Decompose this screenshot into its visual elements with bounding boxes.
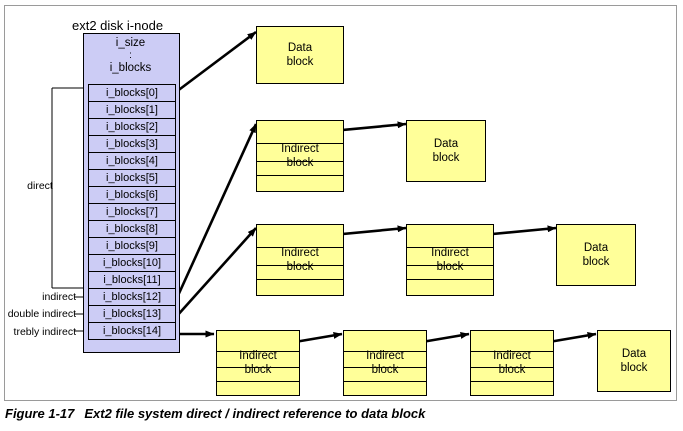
indirect-block-text-line1: Indirect xyxy=(281,247,319,259)
data-block-indirect[interactable]: Data block xyxy=(406,120,486,182)
slot-rule xyxy=(257,247,343,248)
indirect-block-l1-row3[interactable]: Indirect block xyxy=(256,224,344,296)
indirect-block-l2-row3[interactable]: Indirect block xyxy=(406,224,494,296)
iblock-row-1[interactable]: i_blocks[1] xyxy=(89,102,175,119)
inode-field-ellipsis: : xyxy=(129,50,132,61)
iblock-row-9[interactable]: i_blocks[9] xyxy=(89,238,175,255)
indirect-block-l2-row4[interactable]: Indirect block xyxy=(343,330,427,396)
indirect-block-label: Indirect block xyxy=(471,349,553,377)
data-block-direct[interactable]: Data block xyxy=(256,26,344,84)
figure-caption: Figure 1-17 Ext2 file system direct / ind… xyxy=(5,406,675,421)
slot-rule xyxy=(407,265,493,266)
indirect-block-text-line2: block xyxy=(371,364,399,376)
indirect-block-label: Indirect block xyxy=(217,349,299,377)
data-block-text-line1: Data xyxy=(583,242,609,254)
iblock-row-5[interactable]: i_blocks[5] xyxy=(89,170,175,187)
figure-caption-number: Figure 1-17 xyxy=(5,406,75,421)
indirect-block-l1-row4[interactable]: Indirect block xyxy=(216,330,300,396)
data-block-trebly-indirect[interactable]: Data block xyxy=(597,330,671,392)
data-block-double-indirect[interactable]: Data block xyxy=(556,224,636,286)
inode-header-fields: i_size : i_blocks xyxy=(83,34,178,82)
indirect-block-text-line1: Indirect xyxy=(431,247,469,259)
figure-caption-text: Ext2 file system direct / indirect refer… xyxy=(84,406,426,421)
label-indirect: indirect xyxy=(42,291,76,303)
slot-rule xyxy=(471,381,553,382)
iblock-row-2[interactable]: i_blocks[2] xyxy=(89,119,175,136)
slot-rule xyxy=(471,351,553,352)
slot-rule xyxy=(407,279,493,280)
iblock-row-14[interactable]: i_blocks[14] xyxy=(89,323,175,340)
slot-rule xyxy=(217,381,299,382)
indirect-block-text-line1: Indirect xyxy=(493,350,531,362)
iblock-row-13[interactable]: i_blocks[13] xyxy=(89,306,175,323)
slot-rule xyxy=(257,265,343,266)
slot-rule xyxy=(257,279,343,280)
iblock-row-8[interactable]: i_blocks[8] xyxy=(89,221,175,238)
data-block-label: Data block xyxy=(557,241,635,269)
iblock-row-6[interactable]: i_blocks[6] xyxy=(89,187,175,204)
indirect-block-l1-row2[interactable]: Indirect block xyxy=(256,120,344,192)
slot-rule xyxy=(407,247,493,248)
indirect-block-label: Indirect block xyxy=(257,142,343,170)
indirect-block-text-line1: Indirect xyxy=(281,143,319,155)
indirect-block-text-line2: block xyxy=(286,157,314,169)
data-block-text-line2: block xyxy=(582,256,610,268)
indirect-block-text-line2: block xyxy=(498,364,526,376)
indirect-block-text-line2: block xyxy=(436,261,464,273)
iblock-row-3[interactable]: i_blocks[3] xyxy=(89,136,175,153)
inode-field-i-blocks: i_blocks xyxy=(109,62,152,74)
iblocks-array: i_blocks[0] i_blocks[1] i_blocks[2] i_bl… xyxy=(88,84,176,340)
iblock-row-10[interactable]: i_blocks[10] xyxy=(89,255,175,272)
slot-rule xyxy=(217,351,299,352)
slot-rule xyxy=(344,367,426,368)
indirect-block-text-line2: block xyxy=(244,364,272,376)
data-block-label: Data block xyxy=(598,347,670,375)
iblock-row-4[interactable]: i_blocks[4] xyxy=(89,153,175,170)
data-block-text-line1: Data xyxy=(287,42,313,54)
data-block-text-line2: block xyxy=(286,56,314,68)
inode-field-i-size: i_size xyxy=(115,37,146,49)
iblock-row-0[interactable]: i_blocks[0] xyxy=(89,85,175,102)
indirect-block-text-line1: Indirect xyxy=(366,350,404,362)
data-block-text-line1: Data xyxy=(621,348,647,360)
slot-rule xyxy=(257,161,343,162)
label-direct: direct xyxy=(27,180,53,192)
label-double-indirect: double indirect xyxy=(7,308,76,320)
iblock-row-12[interactable]: i_blocks[12] xyxy=(89,289,175,306)
label-trebly-indirect: trebly indirect xyxy=(13,326,76,338)
indirect-block-label: Indirect block xyxy=(257,246,343,274)
data-block-text-line2: block xyxy=(432,152,460,164)
inode-title: ext2 disk i-node xyxy=(72,18,164,33)
iblock-row-11[interactable]: i_blocks[11] xyxy=(89,272,175,289)
slot-rule xyxy=(257,143,343,144)
indirect-block-text-line2: block xyxy=(286,261,314,273)
data-block-text-line2: block xyxy=(620,362,648,374)
slot-rule xyxy=(257,175,343,176)
indirect-block-label: Indirect block xyxy=(344,349,426,377)
slot-rule xyxy=(471,367,553,368)
data-block-label: Data block xyxy=(257,41,343,69)
indirect-block-l3-row4[interactable]: Indirect block xyxy=(470,330,554,396)
slot-rule xyxy=(344,381,426,382)
indirect-block-text-line1: Indirect xyxy=(239,350,277,362)
iblock-row-7[interactable]: i_blocks[7] xyxy=(89,204,175,221)
data-block-label: Data block xyxy=(407,137,485,165)
slot-rule xyxy=(344,351,426,352)
data-block-text-line1: Data xyxy=(433,138,459,150)
slot-rule xyxy=(217,367,299,368)
indirect-block-label: Indirect block xyxy=(407,246,493,274)
